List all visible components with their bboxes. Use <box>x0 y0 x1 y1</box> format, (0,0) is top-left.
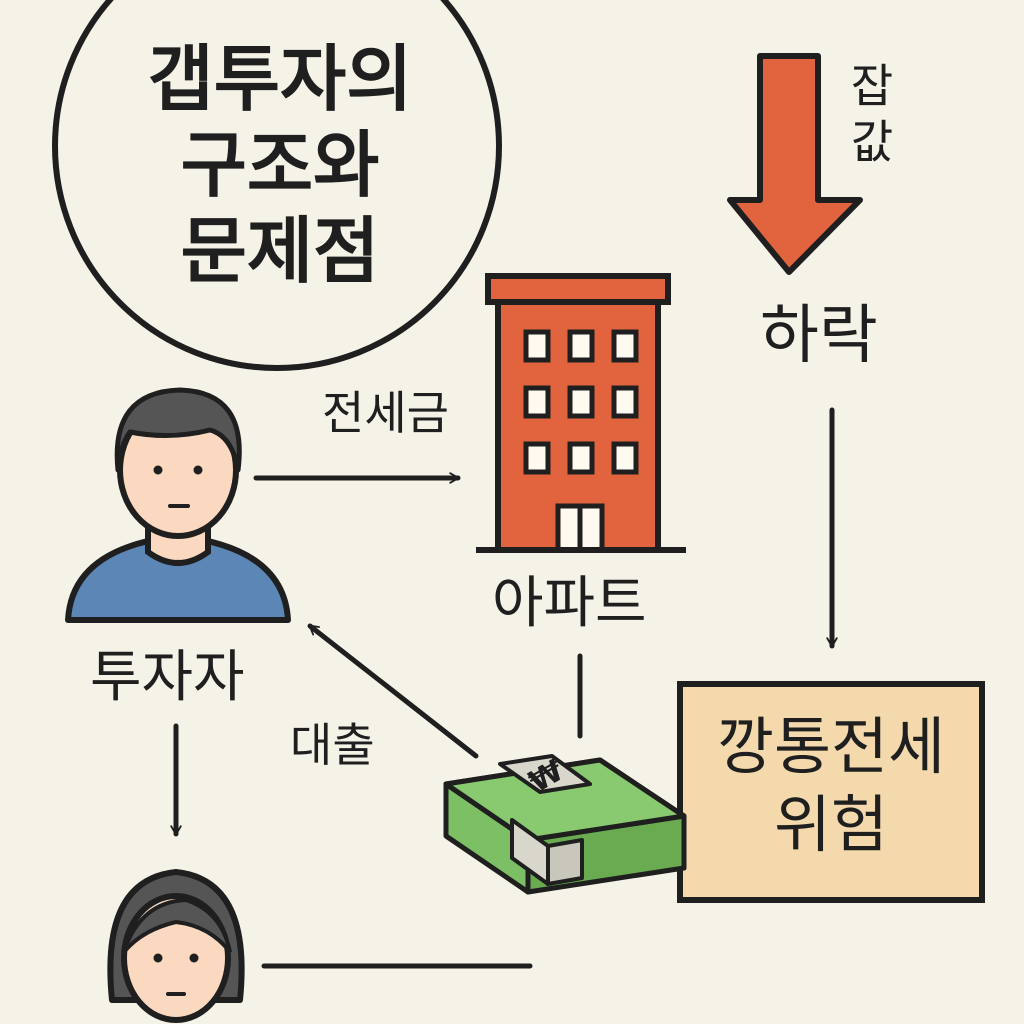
title-line-2: 구조와 <box>180 123 380 207</box>
title-line-1: 갭투자의 <box>147 37 413 121</box>
apartment-building-icon <box>476 273 686 553</box>
diagram-title: 갭투자의 구조와 문제점 <box>120 0 440 294</box>
risk-line-2: 위험 <box>773 788 889 861</box>
title-line-3: 문제점 <box>180 209 380 293</box>
title-circle <box>52 0 502 371</box>
money-stack-icon <box>443 754 687 895</box>
price-vertical-label: 잡 값 <box>842 58 902 170</box>
risk-line-1: 깡통전세 <box>716 710 946 783</box>
vertical-char-1: 잡 <box>850 59 894 113</box>
risk-box <box>677 681 985 903</box>
risk-box-text: 깡통전세 위험 <box>680 708 982 864</box>
price-drop-arrow-icon <box>727 53 863 275</box>
investor-label: 투자자 <box>90 645 245 710</box>
price-drop-label: 하락 <box>760 299 878 373</box>
deposit-label: 전세금 <box>322 386 449 440</box>
investor-avatar-icon <box>65 387 291 623</box>
apartment-label: 아파트 <box>492 571 647 636</box>
tenant-avatar-icon <box>107 869 245 1023</box>
loan-label: 대출 <box>290 718 375 772</box>
loan-arrow <box>307 623 479 759</box>
vertical-char-2: 값 <box>850 115 894 169</box>
